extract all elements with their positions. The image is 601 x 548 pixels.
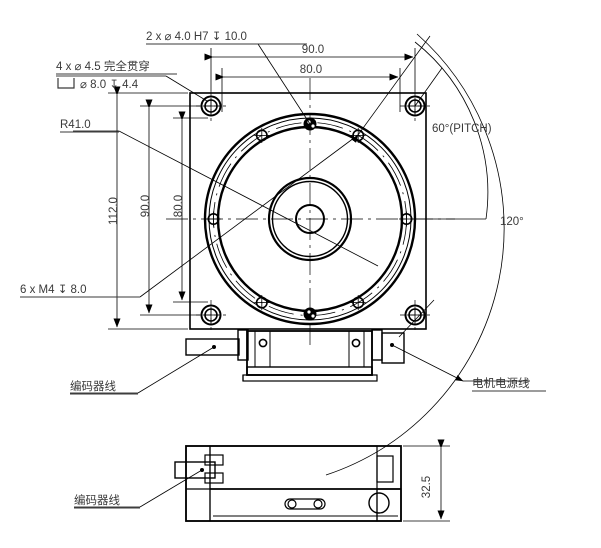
leader-dowel-pin bbox=[146, 43, 311, 125]
leader-encoder-top bbox=[70, 346, 215, 394]
dim-angle-120 bbox=[325, 33, 505, 476]
dim-label-vertical-112: 112.0 bbox=[108, 197, 120, 225]
label-encoder-cable-top: 编码器线 bbox=[70, 379, 138, 395]
dim-label-side-height: 32.5 bbox=[421, 476, 433, 498]
leader-dot-encoder-top bbox=[212, 345, 216, 349]
mounting-plate-outline bbox=[189, 92, 427, 330]
m4-hole-lower-left bbox=[254, 295, 270, 311]
angle-extension-lines bbox=[351, 35, 443, 143]
dim-vertical-80 bbox=[173, 111, 208, 303]
dowel-pin-bottom bbox=[303, 307, 317, 321]
leader-thru-hole bbox=[56, 75, 208, 102]
m4-hole-left bbox=[206, 211, 221, 227]
dim-horizontal-90 bbox=[204, 48, 416, 91]
callout-thru-hole-line2: ⌀ 8.0 ↧ 4.4 bbox=[80, 79, 139, 91]
label-motor-power-cable: 电机电源线 bbox=[472, 376, 546, 392]
leader-encoder-bottom bbox=[74, 468, 204, 508]
motor-body-front bbox=[185, 329, 405, 382]
label-encoder-cable-bottom: 编码器线 bbox=[74, 493, 140, 509]
leader-motor-power bbox=[391, 299, 530, 382]
callout-thru-hole-line1: 4 x ⌀ 4.5 完全贯穿 bbox=[56, 59, 150, 73]
dim-label-horizontal-90: 90.0 bbox=[302, 44, 324, 56]
callout-dowel-pin: 2 x ⌀ 4.0 H7 ↧ 10.0 bbox=[146, 31, 307, 45]
callout-tapped-hole: 6 x M4 ↧ 8.0 bbox=[20, 284, 140, 298]
callout-thru-hole: 4 x ⌀ 4.5 完全贯穿 ⌀ 8.0 ↧ 4.4 bbox=[56, 59, 177, 91]
dim-label-horizontal-80: 80.0 bbox=[300, 64, 322, 76]
dim-angle-60-pitch bbox=[414, 41, 489, 220]
callout-radius-text: R41.0 bbox=[60, 119, 91, 131]
side-view-body bbox=[174, 445, 402, 522]
dim-vertical-112 bbox=[108, 86, 188, 330]
dim-label-vertical-90: 90.0 bbox=[140, 195, 152, 217]
m4-hole-right bbox=[399, 211, 414, 227]
label-encoder-cable-top-text: 编码器线 bbox=[70, 379, 116, 393]
radius-leader-line bbox=[73, 130, 379, 267]
callout-radius: R41.0 bbox=[60, 119, 119, 133]
m4-hole-upper-right bbox=[350, 127, 366, 143]
dim-label-vertical-80: 80.0 bbox=[173, 195, 185, 217]
callout-dowel-pin-text: 2 x ⌀ 4.0 H7 ↧ 10.0 bbox=[146, 31, 247, 43]
corner-hole-bottom-left bbox=[196, 300, 226, 330]
dim-vertical-90 bbox=[140, 99, 200, 316]
m4-hole-lower-right bbox=[350, 295, 366, 311]
corner-hole-top-left bbox=[196, 91, 226, 121]
dim-label-angle-total: 120° bbox=[500, 216, 524, 228]
dim-horizontal-80 bbox=[215, 68, 401, 112]
corner-counterbore-holes bbox=[196, 91, 430, 330]
side-view-connector-slot bbox=[284, 498, 326, 510]
dim-label-angle-pitch: 60°(PITCH) bbox=[432, 123, 492, 135]
label-encoder-cable-bottom-text: 编码器线 bbox=[74, 493, 120, 507]
counterbore-symbol bbox=[57, 78, 75, 89]
m4-hole-upper-left bbox=[254, 127, 270, 143]
label-motor-power-cable-text: 电机电源线 bbox=[472, 376, 530, 390]
dim-side-32-5 bbox=[403, 439, 450, 522]
leader-m4-hole bbox=[20, 134, 359, 298]
callout-tapped-hole-text: 6 x M4 ↧ 8.0 bbox=[20, 284, 87, 296]
m4-tapped-holes bbox=[206, 127, 414, 311]
leader-dot-motor-power bbox=[390, 343, 394, 347]
